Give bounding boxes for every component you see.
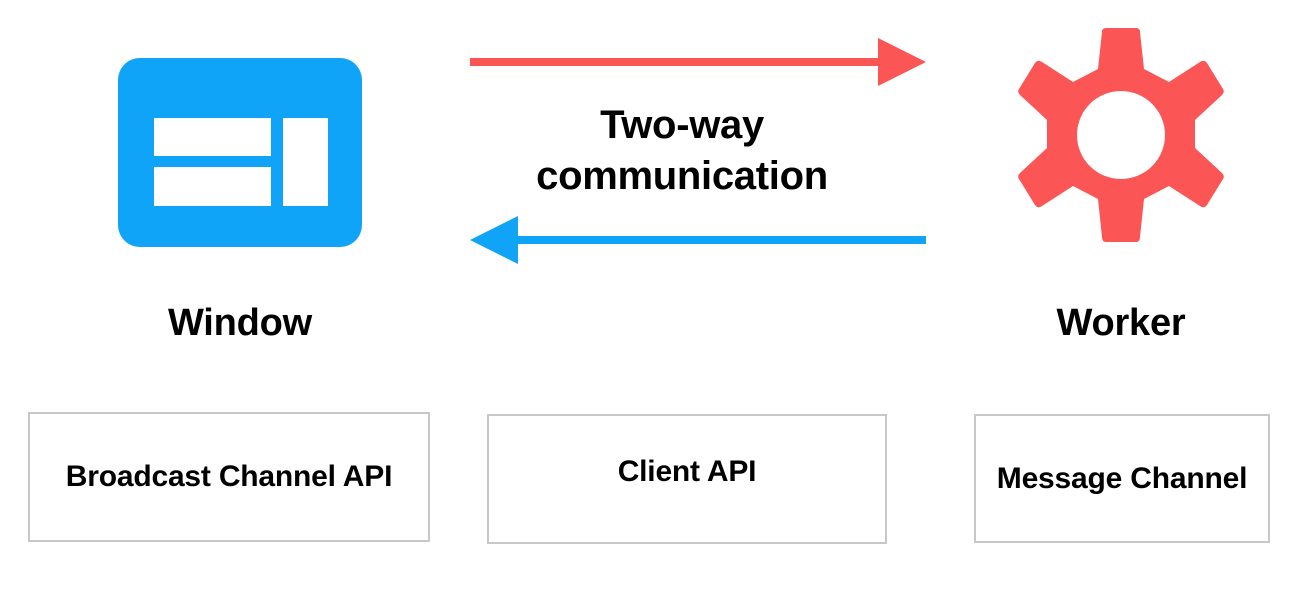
center-caption: Two-way communication <box>472 100 892 202</box>
broadcast-channel-api-box: Broadcast Channel API <box>28 412 430 542</box>
client-api-box: Client API <box>487 414 887 544</box>
client-api-label: Client API <box>617 455 757 488</box>
window-label: Window <box>167 302 313 344</box>
broadcast-channel-api-label: Broadcast Channel API <box>65 460 393 493</box>
center-caption-line-1: Two-way <box>600 103 764 147</box>
message-channel-label: Message Channel <box>996 461 1248 495</box>
gear-icon <box>1016 28 1226 249</box>
arrow-worker-to-window <box>470 216 926 264</box>
window-icon <box>118 58 362 247</box>
center-caption-line-2: communication <box>536 154 828 199</box>
arrow-window-to-worker <box>470 38 926 86</box>
worker-label: Worker <box>1056 302 1186 344</box>
message-channel-box: Message Channel <box>974 414 1270 543</box>
